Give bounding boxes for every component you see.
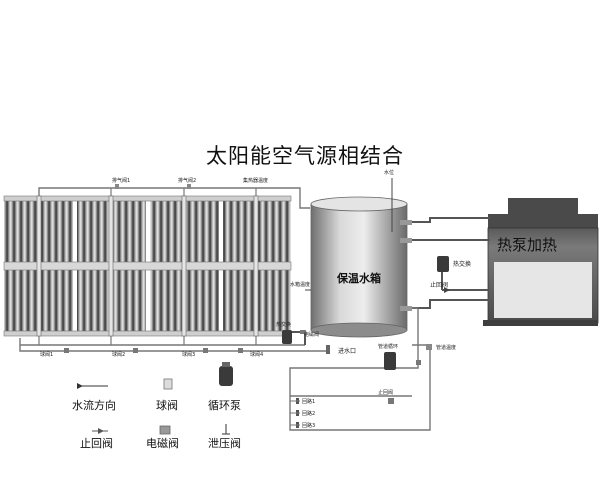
ball-valve-icon bbox=[238, 348, 243, 353]
loop-outlet2-label: 回路2 bbox=[302, 410, 315, 417]
collector-temp-label: 集热器温度 bbox=[243, 177, 268, 184]
hp-check-valve-label: 止回阀 bbox=[430, 281, 448, 289]
legend-relief-valve-label: 泄压阀 bbox=[208, 436, 241, 450]
solenoid-label: 电磁阀 bbox=[304, 331, 319, 338]
legend-solenoid-label: 电磁阀 bbox=[146, 436, 179, 450]
ball-valve-icon bbox=[203, 348, 208, 353]
vent2-label: 排气阀2 bbox=[178, 177, 196, 184]
ball4-label: 球阀4 bbox=[250, 351, 263, 358]
legend-ball-valve-label: 球阀 bbox=[156, 398, 178, 412]
solenoid-valve-icon bbox=[159, 425, 171, 435]
legend-flow-label: 水流方向 bbox=[72, 398, 116, 412]
ball1-label: 球阀1 bbox=[40, 351, 53, 358]
load-loop-pipe bbox=[289, 307, 431, 431]
water-level-label: 水位 bbox=[384, 169, 394, 176]
loop-valve-label: 止回阀 bbox=[378, 389, 393, 396]
hp-pump-icon bbox=[437, 256, 449, 272]
tank-heat-exchange-label: 热交换 bbox=[276, 321, 291, 328]
ball3-label: 球阀3 bbox=[182, 351, 195, 358]
ball-valve-icon bbox=[64, 348, 69, 353]
solenoid-valve-icon bbox=[300, 330, 306, 334]
loop-check-valve-icon bbox=[388, 398, 394, 404]
legend-pump-label: 循环泵 bbox=[208, 399, 241, 412]
legend-check-valve-label: 止回阀 bbox=[80, 436, 113, 450]
pump-icon bbox=[219, 366, 233, 386]
loop-outlet1-label: 回路1 bbox=[302, 398, 315, 405]
solar-return-pipe-2 bbox=[19, 345, 305, 352]
vent1-label: 排气阀1 bbox=[112, 177, 130, 184]
heat-pump-unit bbox=[483, 198, 599, 326]
pump-icon bbox=[282, 330, 292, 344]
circulation-label: 管道循环 bbox=[378, 343, 398, 350]
check-valve-icon bbox=[444, 287, 450, 293]
solar-return-pipe bbox=[19, 338, 305, 346]
insulated-water-tank bbox=[310, 196, 408, 338]
tank-temp-label: 水箱温度 bbox=[290, 281, 310, 288]
solar-supply-pipe bbox=[38, 187, 310, 209]
solar-collector-array bbox=[3, 195, 292, 337]
ball-valve-icon bbox=[163, 378, 173, 390]
legend: 水流方向 球阀 循环泵 止回阀 电磁阀 泄压阀 bbox=[72, 362, 241, 450]
heat-pump-label: 热泵加热 bbox=[497, 236, 557, 254]
vent-valve-icon bbox=[115, 184, 119, 189]
vent-valve-icon bbox=[187, 184, 191, 189]
diagram-title: 太阳能空气源相结合 bbox=[206, 144, 404, 168]
pipe-temp-label: 管道温度 bbox=[436, 344, 456, 351]
hp-pipe-top bbox=[412, 217, 490, 223]
ball-valve-icon bbox=[133, 348, 138, 353]
inlet-label: 进水口 bbox=[338, 347, 356, 355]
hp-pipe-3 bbox=[412, 299, 490, 309]
tank-label: 保温水箱 bbox=[336, 271, 381, 285]
ball2-label: 球阀2 bbox=[112, 351, 125, 358]
loop-outlet3-label: 回路3 bbox=[302, 422, 315, 429]
loop-pump-icon bbox=[384, 352, 396, 370]
hp-heat-exchange-label: 热交换 bbox=[453, 260, 471, 268]
